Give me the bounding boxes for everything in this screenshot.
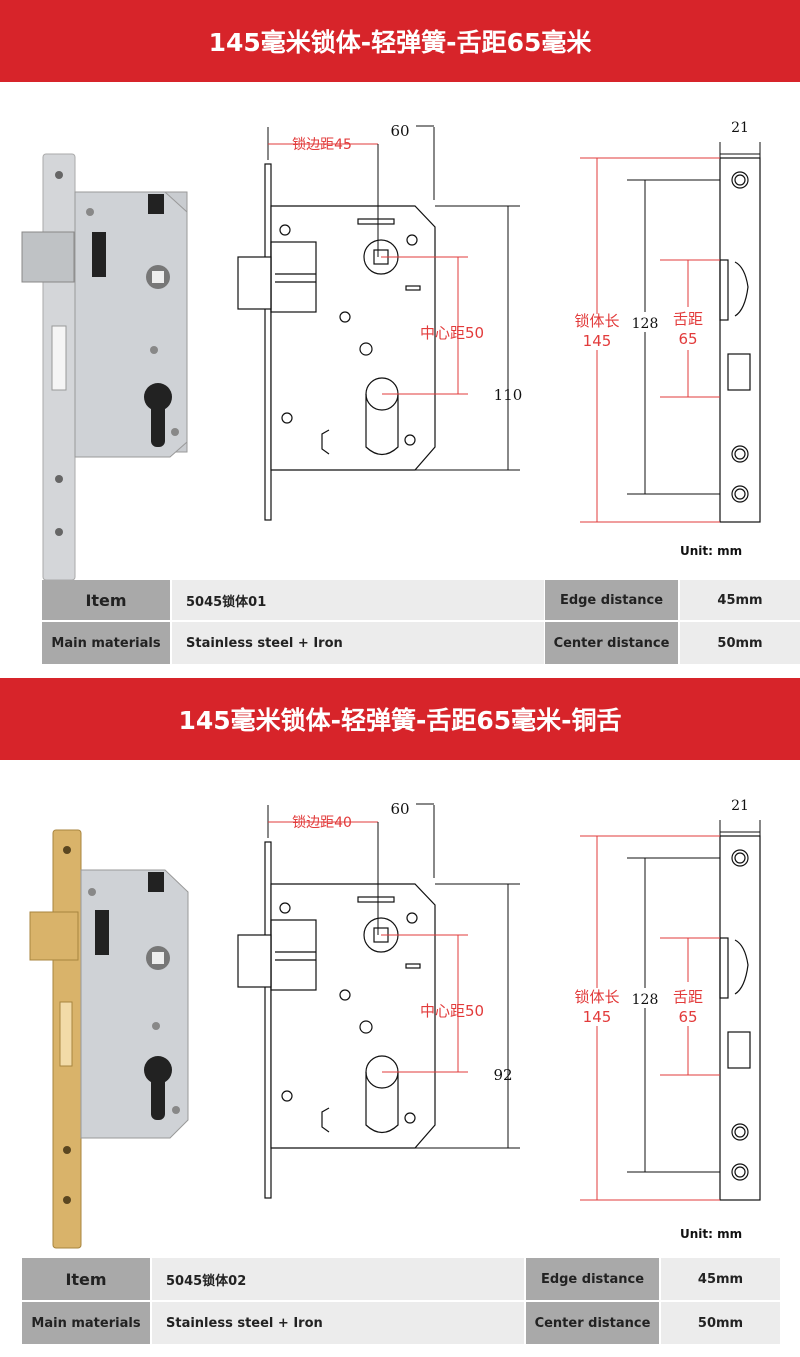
materials-label: Main materials [42,622,170,664]
latch-distance-value: 65 [678,330,697,348]
section-1-diagram: 60 锁边距45 中心距50 110 21 锁体长 145 128 舌距 65 [21,120,761,581]
section-2-specs-table: Item 5045锁体02 Edge distance 45mm Main ma… [0,1258,800,1344]
latch-distance-label: 舌距 [673,988,703,1006]
front-view-drawing [237,163,436,521]
center-distance-label: 中心距50 [420,1002,484,1020]
body-length-value: 145 [583,1008,612,1026]
latch-distance-value: 65 [678,1008,697,1026]
materials-value: Stainless steel + Iron [152,1302,524,1344]
height-dimension-label: 92 [493,1066,512,1084]
section-1-specs-table: Item 5045锁体01 Edge distance 45mm Main ma… [0,580,800,664]
width-dimension-label: 60 [390,800,409,818]
edge-distance-value: 45mm [661,1258,780,1300]
item-value: 5045锁体02 [152,1258,524,1300]
item-label: Item [22,1258,150,1300]
item-label: Item [42,580,170,620]
screw-span-label: 128 [632,316,659,332]
lock-body-photo [21,153,188,581]
edge-distance-label: 锁边距45 [292,137,352,153]
edge-distance-label: 锁边距40 [292,815,352,831]
section-2-title-banner: 145毫米锁体-轻弹簧-舌距65毫米-铜舌 [0,678,800,760]
center-distance-header: Center distance [545,622,678,664]
center-distance-value: 50mm [680,622,800,664]
body-length-label: 锁体长 [574,988,619,1006]
section-2-title: 145毫米锁体-轻弹簧-舌距65毫米-铜舌 [178,706,622,735]
side-thickness-label: 21 [731,120,749,136]
materials-label: Main materials [22,1302,150,1344]
section-1-title-banner: 145毫米锁体-轻弹簧-舌距65毫米 [0,0,800,82]
edge-distance-header: Edge distance [545,580,678,620]
latch-distance-label: 舌距 [673,310,703,328]
section-2-diagram: 60 锁边距40 中心距50 92 21 锁体长 145 128 舌距 65 [29,798,761,1249]
unit-label: Unit: mm [680,1227,743,1241]
width-dimension-label: 60 [390,122,409,140]
center-distance-header: Center distance [526,1302,659,1344]
front-view-drawing-2 [237,841,436,1199]
height-dimension-label: 110 [494,386,523,404]
side-thickness-label: 21 [731,798,749,814]
body-length-value: 145 [583,332,612,350]
center-distance-value: 50mm [661,1302,780,1344]
screw-span-label: 128 [632,992,659,1008]
item-value: 5045锁体01 [172,580,544,620]
edge-distance-header: Edge distance [526,1258,659,1300]
edge-distance-value: 45mm [680,580,800,620]
unit-label: Unit: mm [680,544,743,558]
side-view-drawing [719,157,761,523]
materials-value: Stainless steel + Iron [172,622,544,664]
section-1-title: 145毫米锁体-轻弹簧-舌距65毫米 [208,28,592,57]
side-view-drawing-2 [719,835,761,1201]
body-length-label: 锁体长 [574,312,619,330]
center-distance-label: 中心距50 [420,324,484,342]
lock-body-photo-brass [29,829,189,1249]
